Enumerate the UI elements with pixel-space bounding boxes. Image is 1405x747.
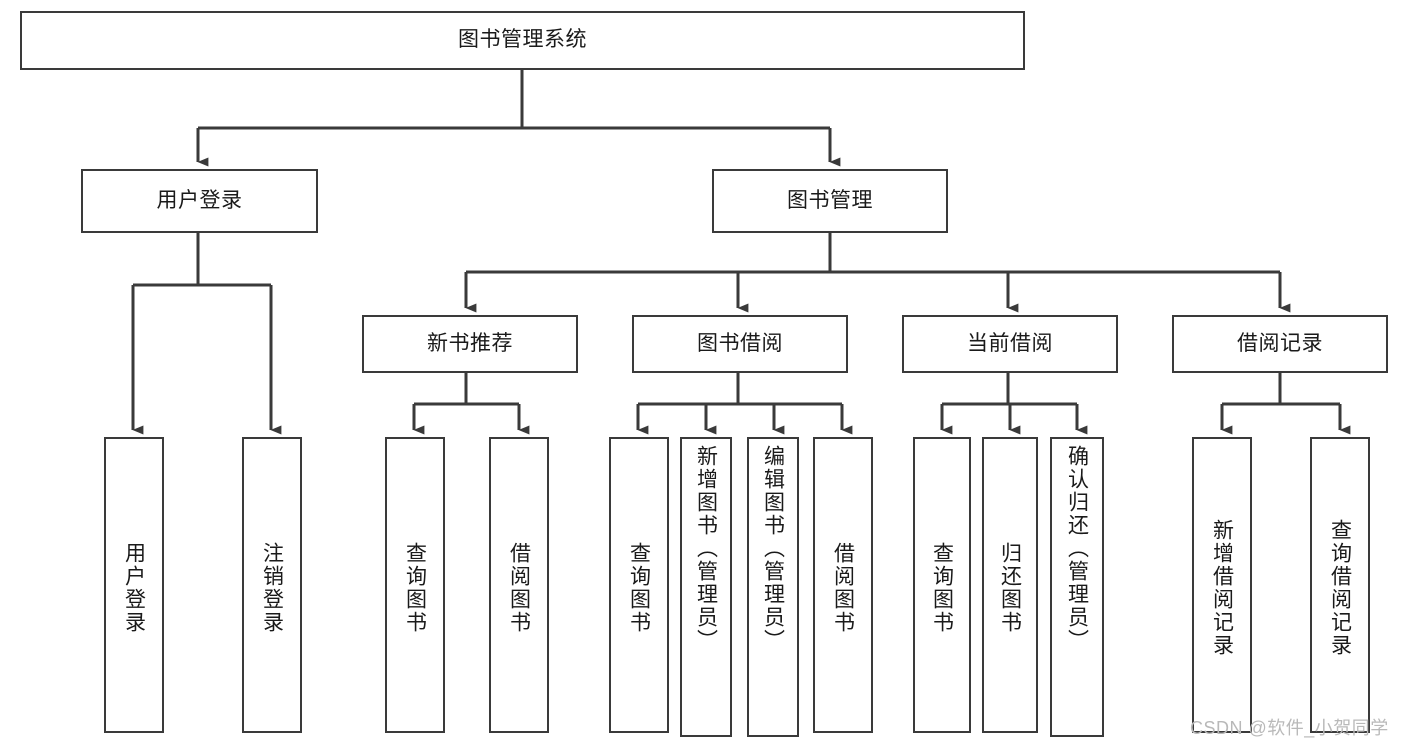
node-leaf-edit-book-admin[interactable]: 编辑图书（管理员） <box>747 437 799 737</box>
node-new-book-recommend[interactable]: 新书推荐 <box>362 315 578 373</box>
csdn-watermark: CSDN @软件_小贺同学 <box>1190 718 1389 738</box>
node-leaf-add-borrow-record[interactable]: 新增借阅记录 <box>1192 437 1252 733</box>
node-borrow-record[interactable]: 借阅记录 <box>1172 315 1388 373</box>
node-leaf-borrow-book-label: 借阅图书 <box>831 542 855 634</box>
node-root-system-label: 图书管理系统 <box>458 28 587 52</box>
node-leaf-edit-book-admin-label: 编辑图书（管理员） <box>761 445 785 652</box>
node-leaf-confirm-return-admin-label: 确认归还（管理员） <box>1065 445 1089 652</box>
node-leaf-query-book-recommend-label: 查询图书 <box>403 542 427 634</box>
node-borrow-record-label: 借阅记录 <box>1237 331 1323 355</box>
node-book-management[interactable]: 图书管理 <box>712 169 948 233</box>
node-leaf-user-login-label: 用户登录 <box>122 542 146 634</box>
node-leaf-query-book-borrow-label: 查询图书 <box>627 542 651 634</box>
node-book-borrow[interactable]: 图书借阅 <box>632 315 848 373</box>
node-leaf-add-book-admin[interactable]: 新增图书（管理员） <box>680 437 732 737</box>
node-leaf-query-borrow-record[interactable]: 查询借阅记录 <box>1310 437 1370 733</box>
node-user-login-label: 用户登录 <box>156 188 243 212</box>
node-current-borrow[interactable]: 当前借阅 <box>902 315 1118 373</box>
node-leaf-borrow-book-recommend-label: 借阅图书 <box>507 542 531 634</box>
node-leaf-query-book-current[interactable]: 查询图书 <box>913 437 971 733</box>
node-leaf-logout[interactable]: 注销登录 <box>242 437 302 733</box>
node-leaf-logout-label: 注销登录 <box>260 542 284 634</box>
node-book-borrow-label: 图书借阅 <box>697 331 783 355</box>
node-leaf-user-login[interactable]: 用户登录 <box>104 437 164 733</box>
node-current-borrow-label: 当前借阅 <box>967 331 1053 355</box>
node-new-book-recommend-label: 新书推荐 <box>427 331 513 355</box>
node-leaf-add-book-admin-label: 新增图书（管理员） <box>694 445 718 652</box>
node-leaf-query-book-borrow[interactable]: 查询图书 <box>609 437 669 733</box>
node-leaf-confirm-return-admin[interactable]: 确认归还（管理员） <box>1050 437 1104 737</box>
node-root-system[interactable]: 图书管理系统 <box>20 11 1025 70</box>
node-user-login[interactable]: 用户登录 <box>81 169 318 233</box>
node-leaf-query-book-current-label: 查询图书 <box>930 542 954 634</box>
node-leaf-add-borrow-record-label: 新增借阅记录 <box>1210 519 1234 657</box>
node-leaf-return-book[interactable]: 归还图书 <box>982 437 1038 733</box>
node-leaf-query-borrow-record-label: 查询借阅记录 <box>1328 519 1352 657</box>
node-leaf-query-book-recommend[interactable]: 查询图书 <box>385 437 445 733</box>
node-leaf-return-book-label: 归还图书 <box>998 542 1022 634</box>
node-leaf-borrow-book[interactable]: 借阅图书 <box>813 437 873 733</box>
node-book-management-label: 图书管理 <box>787 188 873 212</box>
node-leaf-borrow-book-recommend[interactable]: 借阅图书 <box>489 437 549 733</box>
